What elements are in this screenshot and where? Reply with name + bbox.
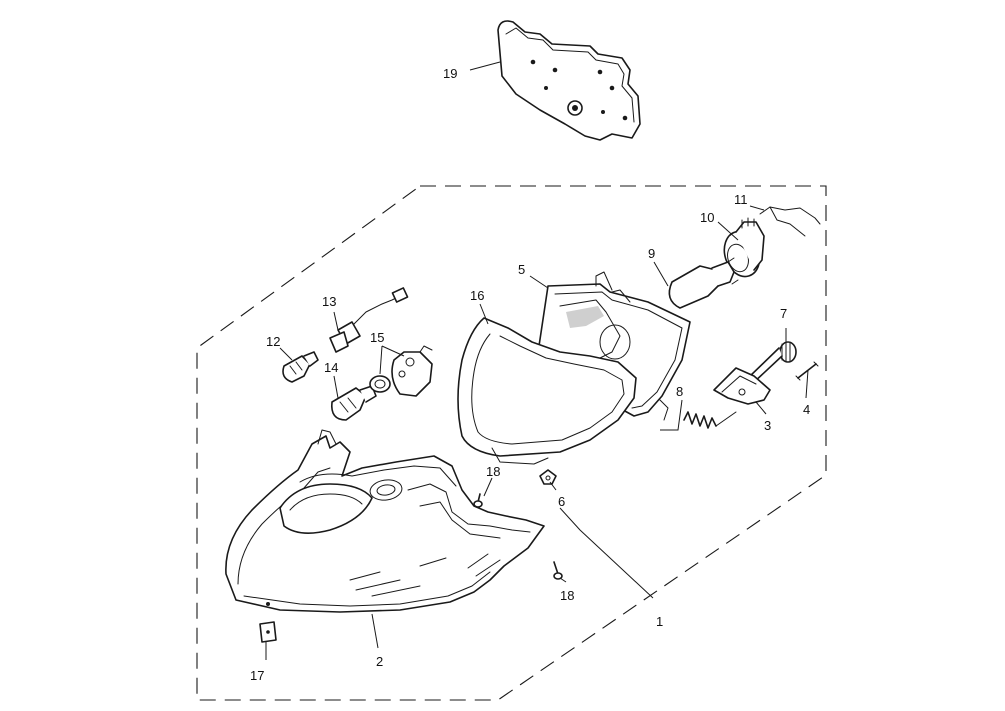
part-4-pin bbox=[795, 361, 819, 381]
callout-5: 5 bbox=[518, 262, 525, 277]
callout-13: 13 bbox=[322, 294, 336, 309]
part-18-screw-lower bbox=[553, 561, 563, 580]
leader-lines bbox=[265, 61, 809, 660]
callout-18-lower: 18 bbox=[560, 588, 574, 603]
callout-4: 4 bbox=[803, 402, 810, 417]
part-2-headlight-lens bbox=[225, 429, 545, 613]
part-11-wire-connector bbox=[759, 206, 821, 237]
callout-16: 16 bbox=[470, 288, 484, 303]
part-16-bezel-frame bbox=[457, 317, 637, 465]
callout-17: 17 bbox=[250, 668, 264, 683]
callout-19: 19 bbox=[443, 66, 457, 81]
part-15-socket-seal bbox=[369, 345, 433, 397]
assembly-boundary bbox=[196, 185, 827, 701]
callout-15: 15 bbox=[370, 330, 384, 345]
part-9-headlight-bulb bbox=[668, 257, 739, 309]
part-19-mounting-plate bbox=[497, 20, 641, 141]
part-6-nut bbox=[539, 469, 557, 485]
part-8-spring bbox=[683, 411, 737, 429]
callout-1: 1 bbox=[656, 614, 663, 629]
callout-2: 2 bbox=[376, 654, 383, 669]
callout-10: 10 bbox=[700, 210, 714, 225]
callout-12: 12 bbox=[266, 334, 280, 349]
part-10-bulb-socket bbox=[723, 217, 765, 278]
part-13-position-bulb-wire bbox=[329, 287, 409, 353]
callout-3: 3 bbox=[764, 418, 771, 433]
callout-18-upper: 18 bbox=[486, 464, 500, 479]
part-3-adjuster-bracket bbox=[713, 367, 771, 405]
callout-11: 11 bbox=[734, 192, 748, 207]
callout-7: 7 bbox=[780, 306, 787, 321]
part-17-clip bbox=[259, 621, 277, 643]
callout-14: 14 bbox=[324, 360, 338, 375]
part-12-small-bulb bbox=[282, 351, 319, 383]
callout-9: 9 bbox=[648, 246, 655, 261]
callout-8: 8 bbox=[676, 384, 683, 399]
part-7-adjuster-screw bbox=[747, 341, 797, 385]
callout-6: 6 bbox=[558, 494, 565, 509]
part-18-screw-upper bbox=[473, 493, 483, 508]
part-14-turn-bulb bbox=[330, 385, 377, 421]
